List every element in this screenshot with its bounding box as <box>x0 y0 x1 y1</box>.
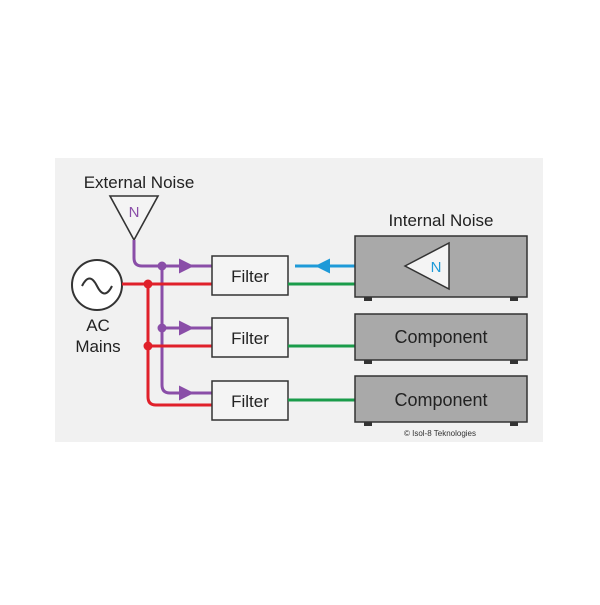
component-box-1: N <box>354 235 528 301</box>
filter-label: Filter <box>231 392 269 411</box>
component-box-2: Component <box>354 313 528 364</box>
component-label: Component <box>394 327 487 347</box>
internal-noise-icon: N <box>403 241 450 291</box>
external-noise-symbol: N <box>129 204 140 221</box>
noise-path-arrows <box>170 258 194 401</box>
clean-output-lines <box>288 282 355 402</box>
filter-box-2: Filter <box>211 317 289 358</box>
external-noise-icon: N <box>108 195 160 242</box>
mains-junction-2 <box>143 341 153 351</box>
ac-label: AC <box>86 316 110 335</box>
filter-box-3: Filter <box>211 380 289 421</box>
internal-noise-symbol: N <box>431 259 442 276</box>
mains-junction-1 <box>143 279 153 289</box>
component-box-3: Component <box>354 375 528 426</box>
filter-box-1: Filter <box>211 255 289 296</box>
ac-source-icon <box>71 259 123 311</box>
external-noise-label: External Noise <box>84 173 195 192</box>
noise-junction-2 <box>157 323 167 333</box>
copyright-notice: © Isol-8 Teknologies <box>404 429 476 438</box>
component-label: Component <box>394 390 487 410</box>
filter-label: Filter <box>231 329 269 348</box>
mains-label: Mains <box>75 337 120 356</box>
filter-label: Filter <box>231 267 269 286</box>
noise-junction-1 <box>157 261 167 271</box>
mains-path <box>122 282 212 407</box>
internal-noise-label: Internal Noise <box>389 211 494 230</box>
